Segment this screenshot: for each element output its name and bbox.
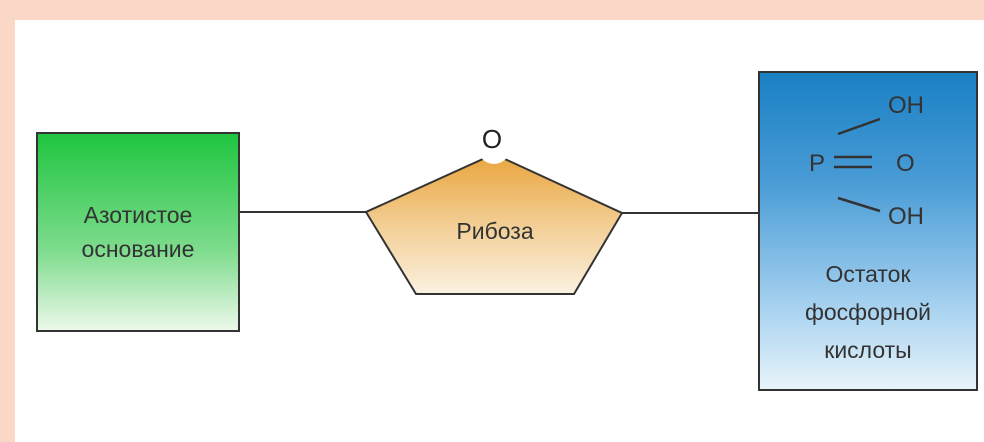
nitrogen-base-line1: Азотистое — [83, 202, 193, 228]
phosphorus-label: P — [809, 150, 826, 177]
nitrogen-base-line2: основание — [81, 236, 195, 262]
ribose-pentagon — [364, 152, 624, 295]
oxygen-double-label: O — [896, 150, 915, 177]
nitrogen-base-box: Азотистое основание — [36, 132, 240, 332]
nitrogen-base-label: Азотистое основание — [82, 198, 195, 266]
oh-top-label: OH — [888, 92, 924, 119]
phosphate-label-line2: фосфорной — [804, 299, 932, 325]
oh-bottom-label: OH — [888, 203, 924, 230]
phosphate-label-line1: Остаток — [825, 261, 911, 287]
phosphate-label: Остаток фосфорной кислоты — [760, 255, 976, 369]
ring-oxygen-label: O — [481, 124, 503, 154]
bond-p-oh-bottom — [837, 196, 881, 213]
bond-p-oh-top — [837, 117, 881, 136]
ribose-label: Рибоза — [456, 218, 534, 244]
phosphate-label-line3: кислоты — [824, 337, 912, 363]
ring-oxygen-mask — [478, 132, 510, 164]
